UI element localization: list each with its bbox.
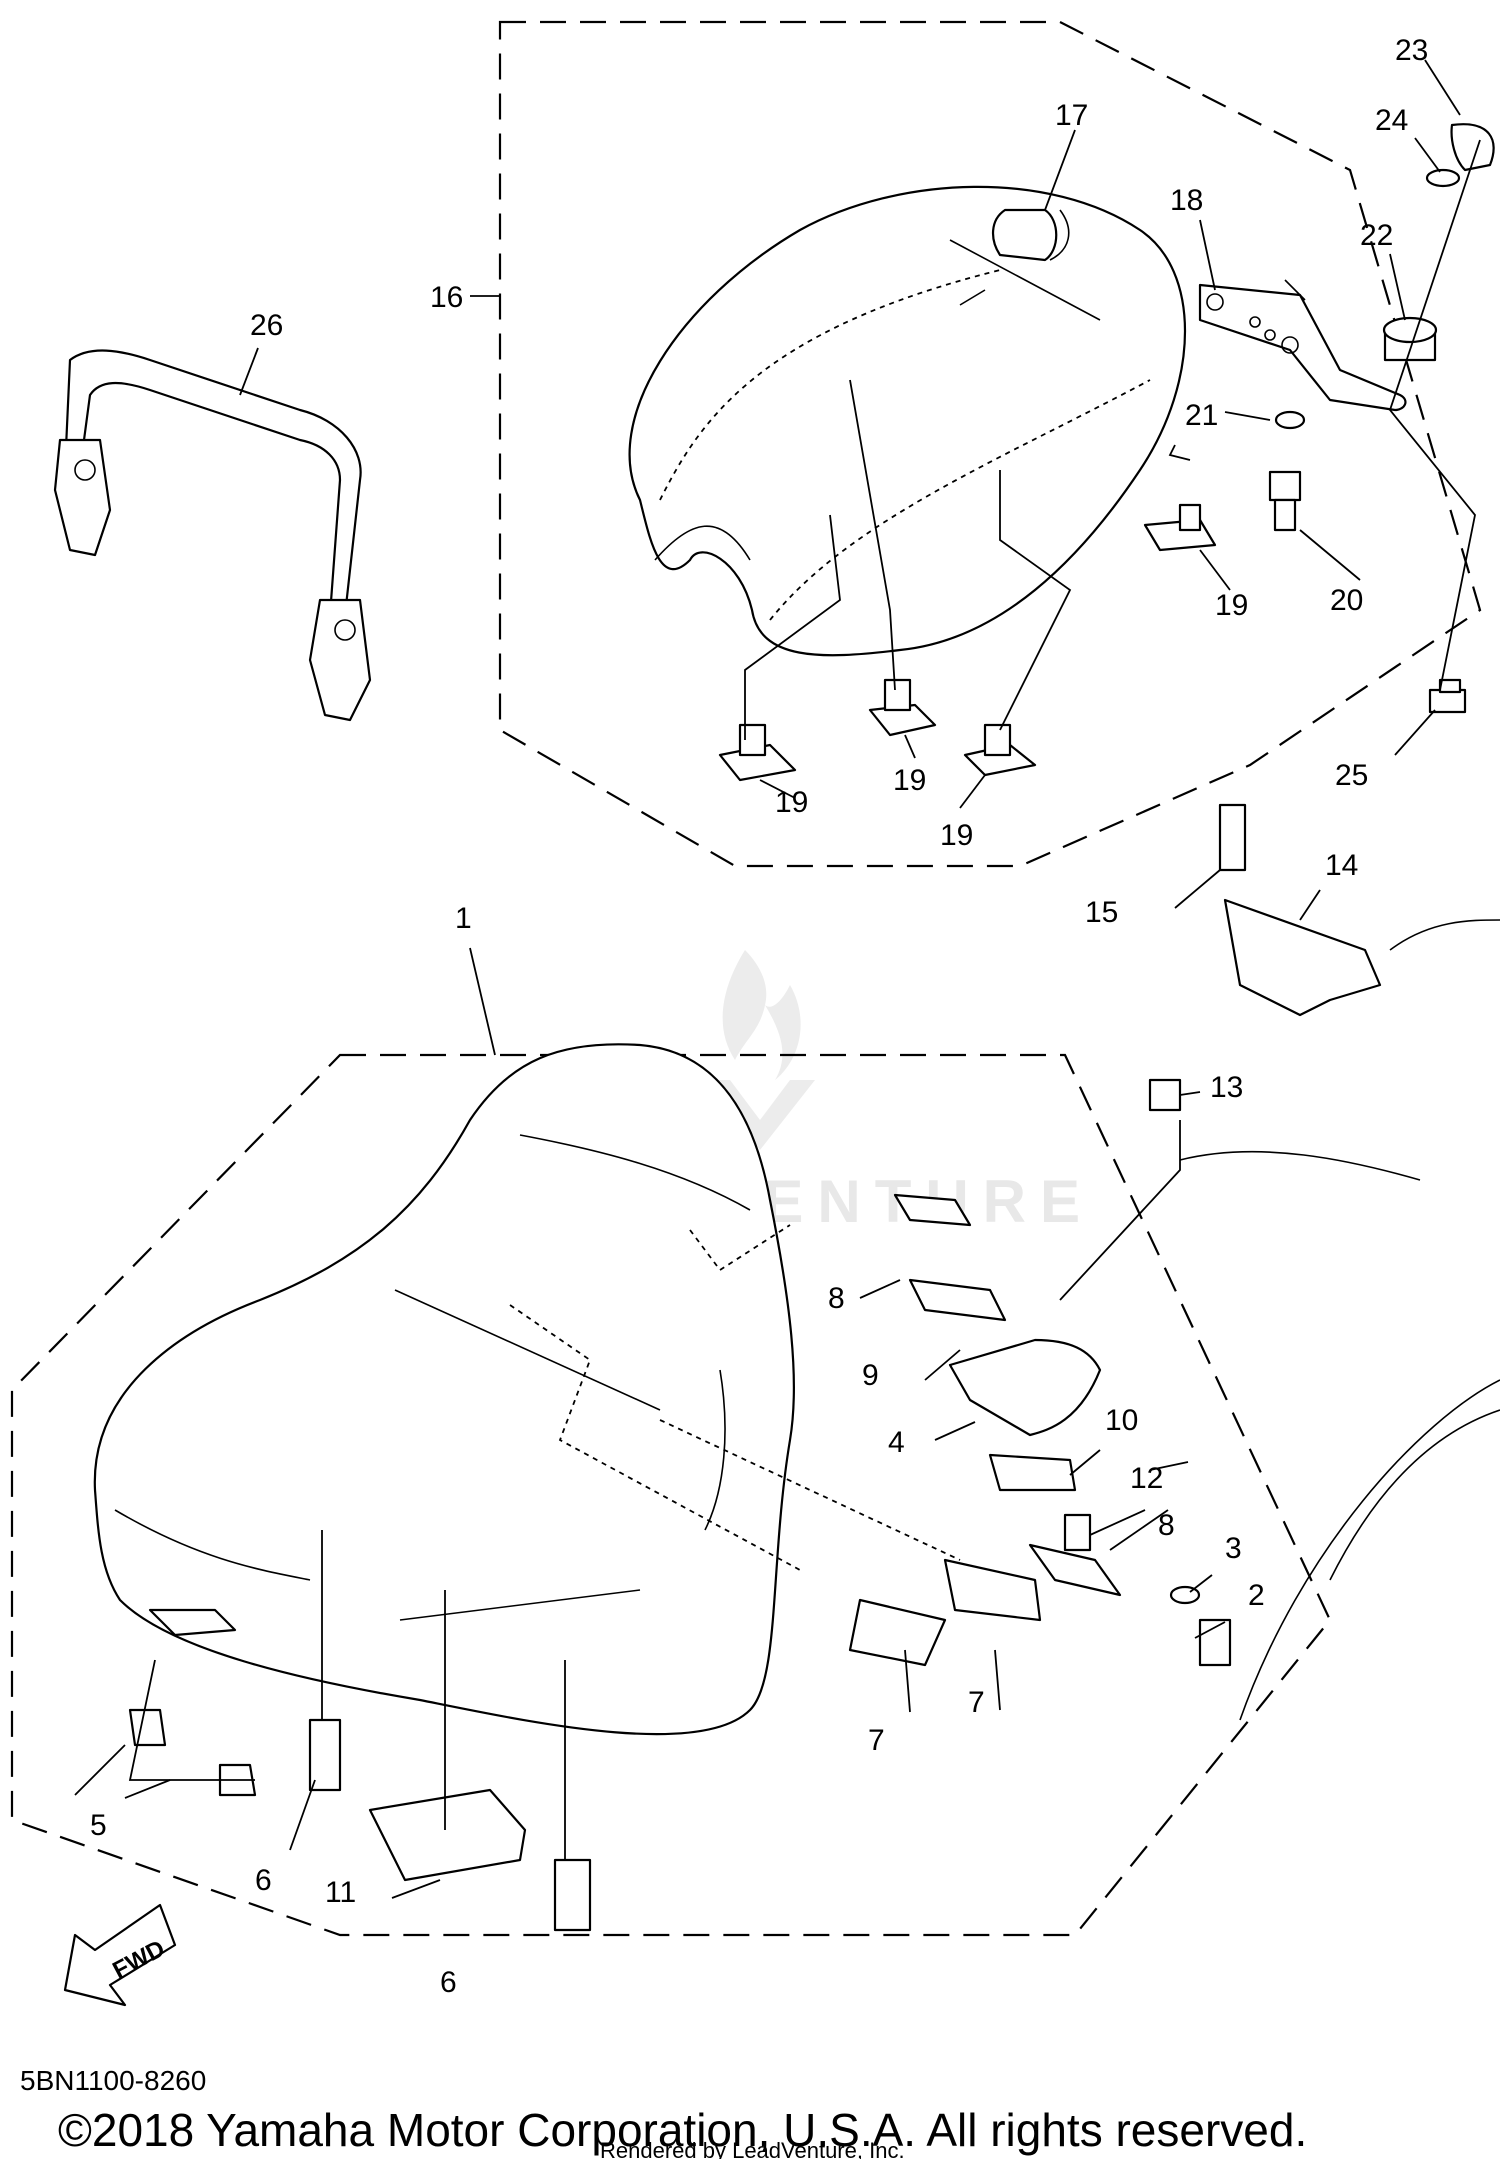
callout-9: 9 (862, 1359, 879, 1392)
hardware-20-25 (1268, 123, 1495, 714)
rider-seat (93, 1043, 961, 1736)
callout-24: 24 (1375, 104, 1408, 137)
callout-26: 26 (250, 309, 283, 342)
callout-6a: 6 (255, 1864, 272, 1897)
callout-labels: 1 2 3 4 5 6 6 7 7 8 8 9 10 11 12 13 14 1… (90, 34, 1428, 1999)
rider-seat-group-boundary (10, 1053, 1332, 1937)
callout-5: 5 (90, 1809, 107, 1842)
passenger-seat-group-boundary (498, 20, 1482, 868)
callout-12: 12 (1130, 1462, 1163, 1495)
callout-7b: 7 (968, 1686, 985, 1719)
callout-25: 25 (1335, 759, 1368, 792)
diagram-code: 5BN1100-8260 (20, 2065, 206, 2096)
rider-seat-feet (128, 1530, 592, 1932)
seat-bracket-18 (1198, 279, 1407, 412)
fender-outline (1179, 919, 1500, 1721)
callout-20: 20 (1330, 584, 1363, 617)
callout-7a: 7 (868, 1724, 885, 1757)
callout-2: 2 (1248, 1579, 1265, 1612)
callout-15: 15 (1085, 896, 1118, 929)
callout-13: 13 (1210, 1071, 1243, 1104)
callout-3: 3 (1225, 1532, 1242, 1565)
callout-23: 23 (1395, 34, 1428, 67)
fasteners-19 (718, 379, 1217, 782)
callout-19a: 19 (775, 786, 808, 819)
callout-11: 11 (325, 1876, 356, 1909)
rider-seat-hardware (848, 803, 1382, 1667)
callout-10: 10 (1105, 1404, 1138, 1437)
callout-18: 18 (1170, 184, 1203, 217)
rendered-by-notice: Rendered by LeadVenture, Inc. (600, 2138, 905, 2159)
callout-19c: 19 (940, 819, 973, 852)
callout-22: 22 (1360, 219, 1393, 252)
copyright-notice: ©2018 Yamaha Motor Corporation, U.S.A. A… (58, 2104, 1307, 2156)
grab-bar-26 (53, 349, 372, 722)
callout-14: 14 (1325, 849, 1358, 882)
callout-leaders (74, 59, 1461, 1899)
fwd-arrow-icon: FWD (63, 1903, 177, 2007)
callout-21: 21 (1185, 399, 1218, 432)
callout-19d: 19 (1215, 589, 1248, 622)
callout-1: 1 (455, 902, 472, 935)
callout-4: 4 (888, 1426, 905, 1459)
callout-8b: 8 (1158, 1509, 1175, 1542)
callout-6b: 6 (440, 1966, 457, 1999)
callout-19b: 19 (893, 764, 926, 797)
callout-8a: 8 (828, 1282, 845, 1315)
callout-17: 17 (1055, 99, 1088, 132)
callout-16: 16 (430, 281, 463, 314)
passenger-seat (628, 185, 1187, 657)
